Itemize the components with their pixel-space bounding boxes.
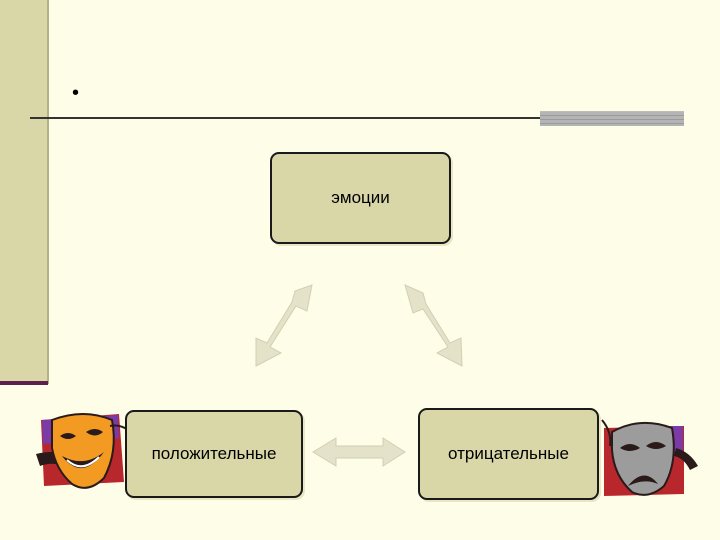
positive-node: положительные — [125, 410, 303, 498]
arrow-top-left — [255, 284, 313, 367]
emotions-node: эмоции — [270, 152, 451, 244]
title-rule — [30, 117, 542, 119]
slide-title: • — [72, 82, 80, 104]
tragedy-mask-icon — [601, 419, 698, 496]
negative-node: отрицательные — [418, 408, 599, 500]
arrow-bottom — [312, 437, 406, 467]
side-accent-line — [0, 381, 48, 385]
positive-label: положительные — [151, 444, 277, 463]
comedy-mask-icon — [36, 413, 129, 489]
negative-label: отрицательные — [448, 444, 569, 463]
emotions-label: эмоции — [331, 188, 390, 207]
side-bar — [0, 0, 49, 384]
title-rule-block — [540, 111, 684, 126]
arrow-top-right — [404, 284, 463, 367]
